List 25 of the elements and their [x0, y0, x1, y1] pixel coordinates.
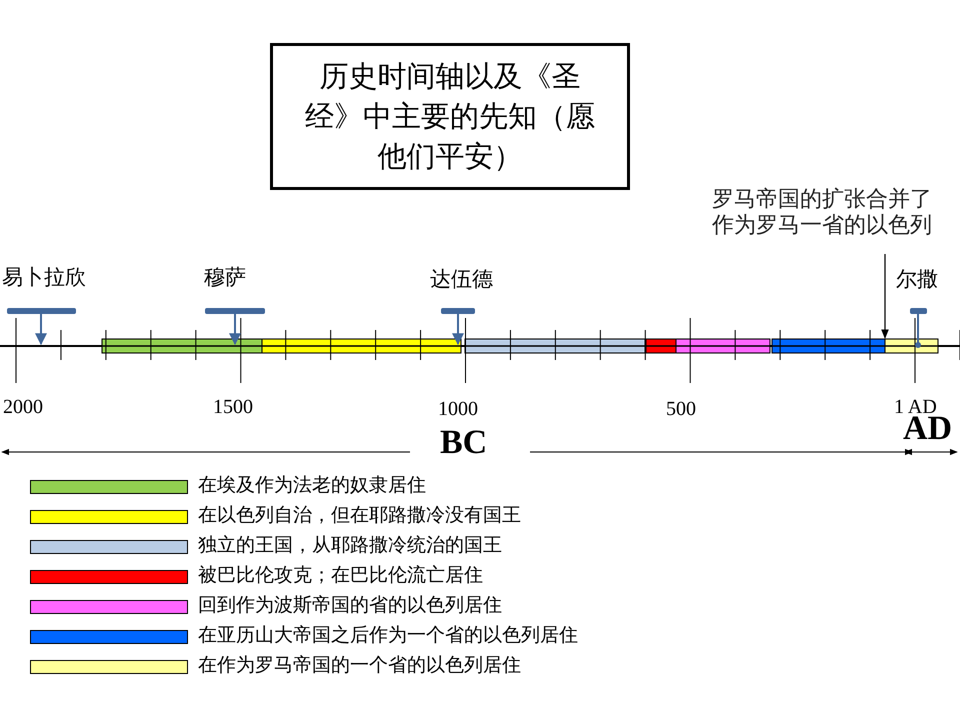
period-bar	[676, 338, 770, 354]
legend-text: 在亚历山大帝国之后作为一个省的以色列居住	[198, 624, 578, 648]
prophet-name: 易卜拉欣	[2, 266, 86, 290]
period-bar	[464, 338, 646, 354]
legend-text: 在以色列自治，但在耶路撒冷没有国王	[198, 504, 521, 528]
annotation-text: 罗马帝国的扩张合并了作为罗马一省的以色列	[702, 186, 942, 240]
title-box: 历史时间轴以及《圣经》中主要的先知（愿他们平安）	[270, 43, 630, 190]
legend-text: 回到作为波斯帝国的省的以色列居住	[198, 594, 502, 618]
prophet-name: 尔撒	[896, 268, 938, 292]
legend-text: 被巴比伦攻克；在巴比伦流亡居住	[198, 564, 483, 588]
legend-text: 在作为罗马帝国的一个省的以色列居住	[198, 654, 521, 678]
leader-arrow	[881, 254, 889, 339]
era-label: BC	[440, 424, 488, 462]
period-bar	[772, 338, 886, 354]
prophet-name: 穆萨	[204, 266, 246, 290]
period-bar	[646, 338, 676, 354]
year-label: 2000	[3, 396, 43, 418]
year-label: 500	[666, 398, 696, 420]
period-bar	[102, 338, 262, 354]
year-label: 1500	[213, 396, 253, 418]
legend-text: 独立的王国，从耶路撒冷统治的国王	[198, 534, 502, 558]
legend-text: 在埃及作为法老的奴隶居住	[198, 474, 426, 498]
year-label: 1000	[438, 398, 478, 420]
period-bar	[262, 338, 462, 354]
prophet-name: 达伍德	[430, 268, 493, 292]
